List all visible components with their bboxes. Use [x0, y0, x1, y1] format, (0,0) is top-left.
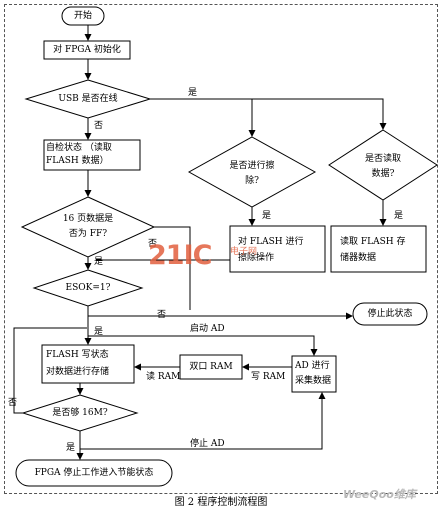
read-flash-label-line1: 读取 FLASH 存	[340, 237, 406, 247]
flash-write-box	[41, 344, 135, 384]
pages-decision-label-line2: 否为 FF?	[68, 229, 108, 239]
flash-write-label-line1: FLASH 写状态	[46, 350, 109, 360]
erase-flash-label-line1: 对 FLASH 进行	[238, 237, 304, 247]
watermark-21ic-logo: 21IC	[148, 240, 212, 271]
read-decision-diamond	[328, 129, 438, 201]
esok-no-label: 否	[157, 310, 167, 320]
read-ram-label: 读 RAM	[146, 372, 181, 382]
esok-yes-label: 是	[94, 327, 104, 337]
erase-decision-label-line2: 除?	[245, 176, 259, 186]
enough-no-loop-line	[13, 327, 87, 414]
start-ad-label: 启动 AD	[190, 324, 225, 334]
read-flash-box	[330, 225, 427, 273]
start-label: 开始	[73, 11, 92, 21]
usb-yes-branch-line	[150, 98, 387, 130]
read-decision-label-line1: 是否读取	[364, 154, 401, 164]
pages-no-line	[154, 226, 191, 310]
erase-decision-diamond	[187, 136, 317, 208]
flash-write-label-line2: 对数据进行存储	[46, 367, 110, 377]
ad-collect-box	[291, 355, 337, 393]
stop-state-label: 停止此状态	[367, 309, 413, 319]
write-ram-label: 写 RAM	[251, 372, 286, 382]
usb-yes-label: 是	[188, 88, 198, 98]
start-ad-line	[88, 335, 318, 356]
erase-yes-label: 是	[262, 211, 272, 221]
erase-flash-box	[229, 225, 326, 273]
watermark-weeqoo: WeeQoo维库	[343, 488, 416, 501]
figure-caption: 图 2 程序控制流程图	[174, 497, 268, 508]
pages-yes-label: 是	[94, 257, 104, 267]
pages-decision-label-line1: 16 页数据是	[62, 214, 114, 224]
usb-decision-label: USB 是否在线	[58, 94, 118, 104]
fpga-stop-terminal	[15, 459, 173, 487]
enough-yes-label: 是	[66, 443, 76, 453]
self-check-label-line1: 自检状态 （读取	[46, 143, 112, 153]
read-yes-label: 是	[394, 211, 404, 221]
ad-collect-label-line2: 采集数据	[295, 376, 332, 386]
start-terminal	[61, 6, 105, 26]
self-check-box	[43, 139, 141, 171]
watermark-21ic-cn: 电子网	[230, 247, 258, 257]
dual-ram-label: 双口 RAM	[189, 362, 233, 372]
enough-decision-label: 是否够 16M?	[52, 408, 108, 418]
enough-no-label: 否	[8, 398, 18, 408]
pages-decision-diamond	[20, 196, 156, 258]
fpga-stop-label: FPGA 停止工作进入节能状态	[34, 468, 154, 478]
usb-no-label: 否	[94, 121, 104, 131]
read-flash-label-line2: 储器数据	[340, 253, 377, 263]
self-check-label-line2: FLASH 数据）	[46, 156, 109, 166]
init-box	[43, 40, 131, 60]
stop-ad-line	[80, 392, 326, 450]
dual-ram-box	[179, 354, 243, 380]
pages-no-label: 否	[148, 239, 158, 249]
esok-decision-label: ESOK=1?	[65, 283, 111, 293]
erase-decision-label-line1: 是否进行擦	[229, 161, 275, 171]
diagram-frame	[4, 4, 438, 494]
stop-state-terminal	[352, 302, 428, 326]
init-label: 对 FPGA 初始化	[53, 45, 121, 55]
read-decision-label-line2: 数据?	[371, 169, 395, 179]
erase-flash-label-line2: 擦除操作	[238, 253, 275, 263]
stop-ad-label: 停止 AD	[190, 439, 225, 449]
ad-collect-label-line1: AD 进行	[295, 361, 330, 371]
